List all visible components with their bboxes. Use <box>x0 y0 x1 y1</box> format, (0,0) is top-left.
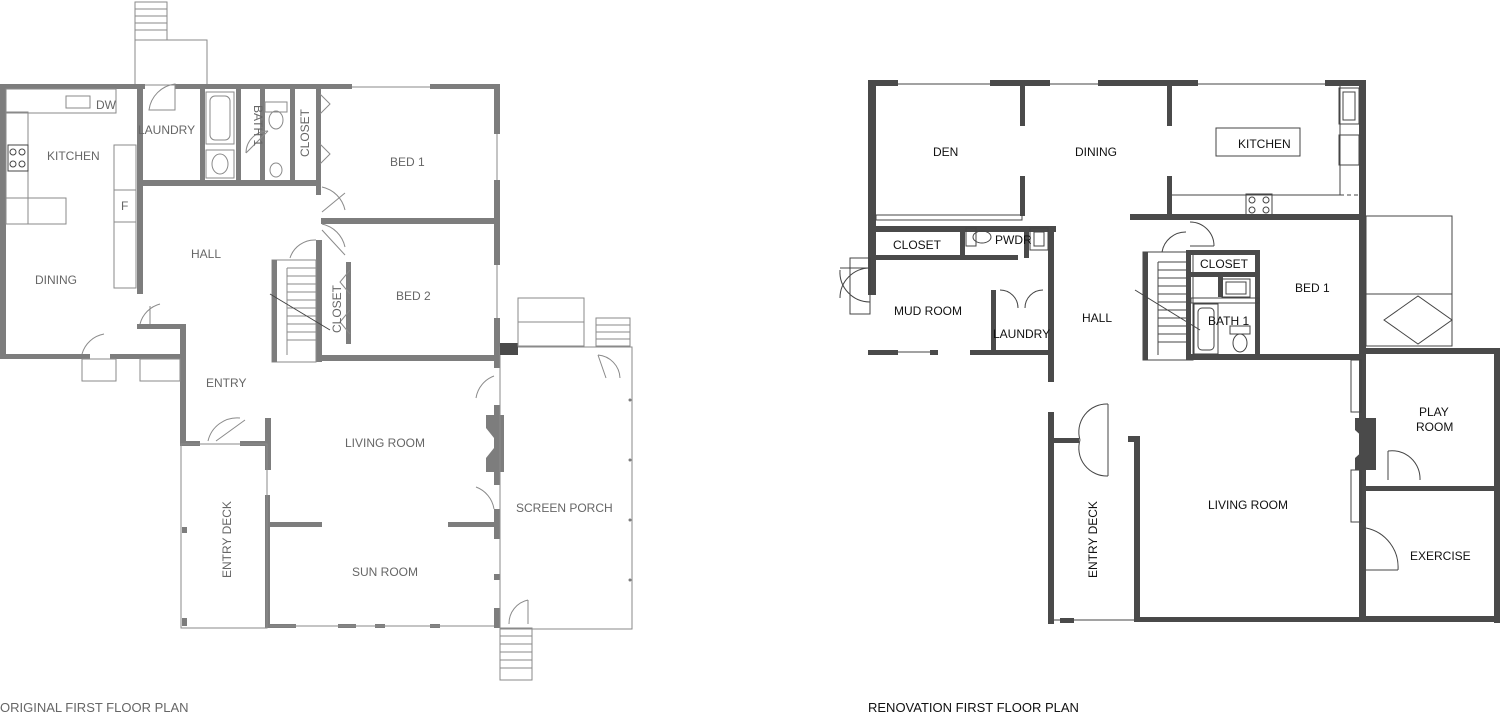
orig-entry-deck-label: ENTRY DECK <box>220 501 234 578</box>
orig-closet-top-label: CLOSET <box>298 108 312 157</box>
original-plan-caption: ORIGINAL FIRST FLOOR PLAN <box>0 700 189 715</box>
orig-dw-label: DW <box>96 98 117 112</box>
reno-room-label: ROOM <box>1416 420 1453 434</box>
reno-closet-left-label: CLOSET <box>893 238 942 252</box>
reno-entry-deck-label: ENTRY DECK <box>1086 501 1100 578</box>
reno-exercise-label: EXERCISE <box>1410 549 1471 563</box>
reno-play-label: PLAY <box>1419 405 1449 419</box>
orig-kitchen-label: KITCHEN <box>47 149 100 163</box>
orig-bath1-label: BATH 1 <box>251 105 265 146</box>
orig-closet-mid-label: CLOSET <box>330 284 344 333</box>
reno-den-label: DEN <box>933 145 958 159</box>
reno-living-room-label: LIVING ROOM <box>1208 498 1288 512</box>
reno-bed1-label: BED 1 <box>1295 281 1330 295</box>
renovation-plan: DEN DINING KITCHEN CLOSET PWDR MUD ROOM … <box>839 80 1500 624</box>
reno-pwdr-label: PWDR <box>995 233 1032 247</box>
orig-laundry-label: LAUNDRY <box>138 123 195 137</box>
reno-dining-label: DINING <box>1075 145 1117 159</box>
orig-entry-label: ENTRY <box>206 376 246 390</box>
rear-stoop <box>134 39 208 86</box>
reno-laundry-label: LAUNDRY <box>993 327 1050 341</box>
rear-steps <box>134 1 168 41</box>
orig-dining-label: DINING <box>35 273 77 287</box>
orig-living-room-label: LIVING ROOM <box>345 436 425 450</box>
orig-bed1-label: BED 1 <box>390 155 425 169</box>
orig-screen-porch-label: SCREEN PORCH <box>516 501 613 515</box>
reno-bath1-label: BATH 1 <box>1208 314 1249 328</box>
reno-mud-room-label: MUD ROOM <box>894 304 962 318</box>
orig-sun-room-label: SUN ROOM <box>352 565 418 579</box>
orig-fridge-label: F <box>121 199 128 213</box>
reno-kitchen-label: KITCHEN <box>1238 137 1291 151</box>
reno-hall-label: HALL <box>1082 311 1112 325</box>
original-plan: KITCHEN LAUNDRY DW F BED 1 HALL DINING B… <box>0 1 633 681</box>
orig-bed2-label: BED 2 <box>396 289 431 303</box>
orig-hall-label: HALL <box>191 247 221 261</box>
renovation-plan-caption: RENOVATION FIRST FLOOR PLAN <box>868 700 1079 715</box>
reno-closet-right-label: CLOSET <box>1200 257 1249 271</box>
